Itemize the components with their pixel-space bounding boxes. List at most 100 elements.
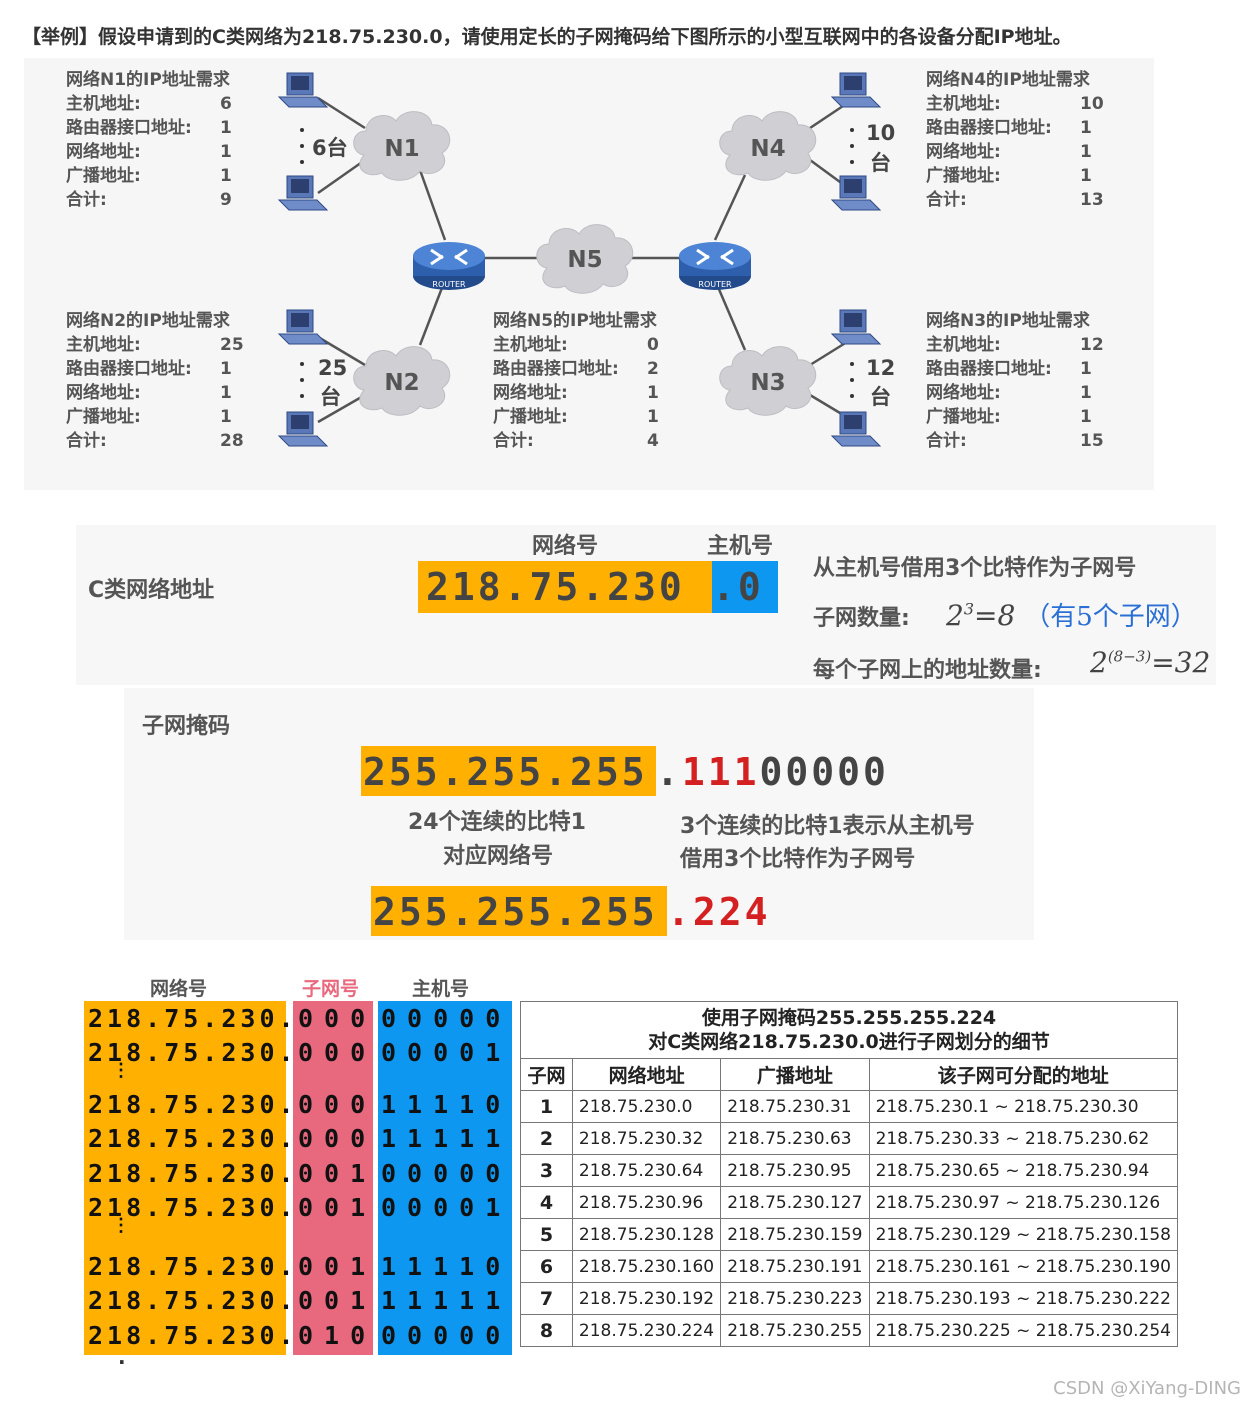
- router-label: ROUTER: [698, 280, 732, 289]
- table-cell: 218.75.230.63: [721, 1123, 869, 1155]
- table-cell: 218.75.230.255: [721, 1315, 869, 1347]
- bit-row-net: 218.75.230.: [88, 1159, 298, 1188]
- subnet-note: （有5个子网）: [1024, 602, 1197, 632]
- mask-note-right-2: 借用3个比特作为子网号: [680, 841, 915, 873]
- subnet-table: 使用子网掩码255.255.255.224 对C类网络218.75.230.0进…: [520, 1001, 1178, 1347]
- mask-bits: .11100000: [656, 746, 889, 796]
- subnet-count-formula: 23=8 （有5个子网）: [946, 596, 1197, 633]
- host-count-n3-unit: 台: [870, 385, 891, 409]
- bit-row-host: 11111: [381, 1124, 511, 1153]
- table-cell: 218.75.230.31: [721, 1091, 869, 1123]
- table-cell: 218.75.230.127: [721, 1187, 869, 1219]
- pc-icon: [279, 73, 327, 107]
- table-cell: 218.75.230.95: [721, 1155, 869, 1187]
- subnet-count-label: 子网数量:: [813, 600, 910, 632]
- host-count-n2: 25: [318, 356, 347, 380]
- bit-row-subnet: 000: [298, 1004, 376, 1033]
- pc-icon: [832, 73, 880, 107]
- mask-note-right-1: 3个连续的比特1表示从主机号: [680, 808, 975, 840]
- table-cell: 4: [521, 1187, 573, 1219]
- bit-row-net: 218.75.230.: [88, 1090, 298, 1119]
- host-count-n2-unit: 台: [320, 385, 341, 409]
- table-cell: 218.75.230.65 ~ 218.75.230.94: [869, 1155, 1177, 1187]
- bit-row-net: 218.75.230.: [88, 1004, 298, 1033]
- table-cell: 3: [521, 1155, 573, 1187]
- borrowed-bits: 111: [682, 750, 760, 794]
- borrow-text: 从主机号借用3个比特作为子网号: [813, 550, 1136, 582]
- bit-row-subnet: 010: [298, 1321, 376, 1350]
- bit-row-subnet: 001: [298, 1193, 376, 1222]
- class-c-host-part: .0: [712, 561, 778, 613]
- table-cell: 5: [521, 1219, 573, 1251]
- table-cell: 218.75.230.224: [572, 1315, 720, 1347]
- pc-icon: [279, 412, 327, 446]
- mask-decimal-prefix: 255.255.255: [371, 886, 667, 936]
- ellipsis-icon: ⋮: [112, 1060, 131, 1081]
- trailing-dot: ·: [118, 1350, 126, 1374]
- table-row: 1218.75.230.0218.75.230.31218.75.230.1 ~…: [521, 1091, 1178, 1123]
- requirement-n5: 网络N5的IP地址需求 主机地址:0 路由器接口地址:2 网络地址:1 广播地址…: [493, 309, 693, 453]
- subnet-table-header: 子网 网络地址 广播地址 该子网可分配的地址: [521, 1059, 1178, 1091]
- subnet-table-title: 使用子网掩码255.255.255.224 对C类网络218.75.230.0进…: [521, 1002, 1178, 1059]
- watermark: CSDN @XiYang-DING: [1053, 1378, 1241, 1399]
- class-c-net-part: 218.75.230: [418, 561, 712, 613]
- table-cell: 218.75.230.159: [721, 1219, 869, 1251]
- bit-row-net: 218.75.230.: [88, 1124, 298, 1153]
- requirement-n3: 网络N3的IP地址需求 主机地址:12 路由器接口地址:1 网络地址:1 广播地…: [926, 309, 1126, 453]
- cloud-label-n2: N2: [384, 370, 419, 396]
- host-count-n4: 10: [866, 121, 895, 145]
- bit-col-host-header: 主机号: [412, 974, 469, 1001]
- mask-label: 子网掩码: [142, 708, 230, 740]
- cloud-label-n5: N5: [567, 247, 602, 273]
- mask-note-left-2: 对应网络号: [443, 838, 553, 870]
- bit-row-host: 00001: [381, 1193, 511, 1222]
- bit-row-subnet: 001: [298, 1286, 376, 1315]
- bit-row-host: 11110: [381, 1252, 511, 1281]
- bit-row-host: 00001: [381, 1038, 511, 1067]
- bit-row-host: 00000: [381, 1321, 511, 1350]
- table-cell: 218.75.230.193 ~ 218.75.230.222: [869, 1283, 1177, 1315]
- table-cell: 1: [521, 1091, 573, 1123]
- table-cell: 218.75.230.191: [721, 1251, 869, 1283]
- table-cell: 218.75.230.33 ~ 218.75.230.62: [869, 1123, 1177, 1155]
- bit-row-host: 11110: [381, 1090, 511, 1119]
- table-cell: 218.75.230.223: [721, 1283, 869, 1315]
- class-c-label: C类网络地址: [88, 572, 214, 604]
- table-cell: 8: [521, 1315, 573, 1347]
- bit-row-subnet: 001: [298, 1159, 376, 1188]
- bit-row-net: 218.75.230.: [88, 1321, 298, 1350]
- table-cell: 218.75.230.97 ~ 218.75.230.126: [869, 1187, 1177, 1219]
- table-cell: 218.75.230.0: [572, 1091, 720, 1123]
- host-number-label: 主机号: [707, 528, 773, 560]
- mask-decimal-suffix: .224: [667, 886, 771, 936]
- table-cell: 218.75.230.225 ~ 218.75.230.254: [869, 1315, 1177, 1347]
- table-cell: 218.75.230.96: [572, 1187, 720, 1219]
- cloud-label-n3: N3: [750, 370, 785, 396]
- requirement-n2: 网络N2的IP地址需求 主机地址:25 路由器接口地址:1 网络地址:1 广播地…: [66, 309, 266, 453]
- addr-count-formula: 2(8−3)=32: [1090, 646, 1210, 679]
- bit-row-net: 218.75.230.: [88, 1286, 298, 1315]
- bit-row-host: 00000: [381, 1004, 511, 1033]
- bit-row-net: 218.75.230.: [88, 1252, 298, 1281]
- table-cell: 2: [521, 1123, 573, 1155]
- bit-col-subnet-header: 子网号: [302, 974, 359, 1001]
- table-cell: 218.75.230.64: [572, 1155, 720, 1187]
- pc-icon: [832, 310, 880, 344]
- bit-row-host: 11111: [381, 1286, 511, 1315]
- rest-bits: 00000: [760, 750, 889, 794]
- cloud-label-n4: N4: [750, 136, 785, 162]
- bit-row-subnet: 000: [298, 1090, 376, 1119]
- bit-row-subnet: 000: [298, 1038, 376, 1067]
- pc-icon: [279, 310, 327, 344]
- table-row: 7218.75.230.192218.75.230.223218.75.230.…: [521, 1283, 1178, 1315]
- table-cell: 6: [521, 1251, 573, 1283]
- ellipsis-icon: ⋮: [112, 1215, 131, 1236]
- host-count-n1: 6台: [312, 136, 348, 160]
- router-label: ROUTER: [432, 280, 466, 289]
